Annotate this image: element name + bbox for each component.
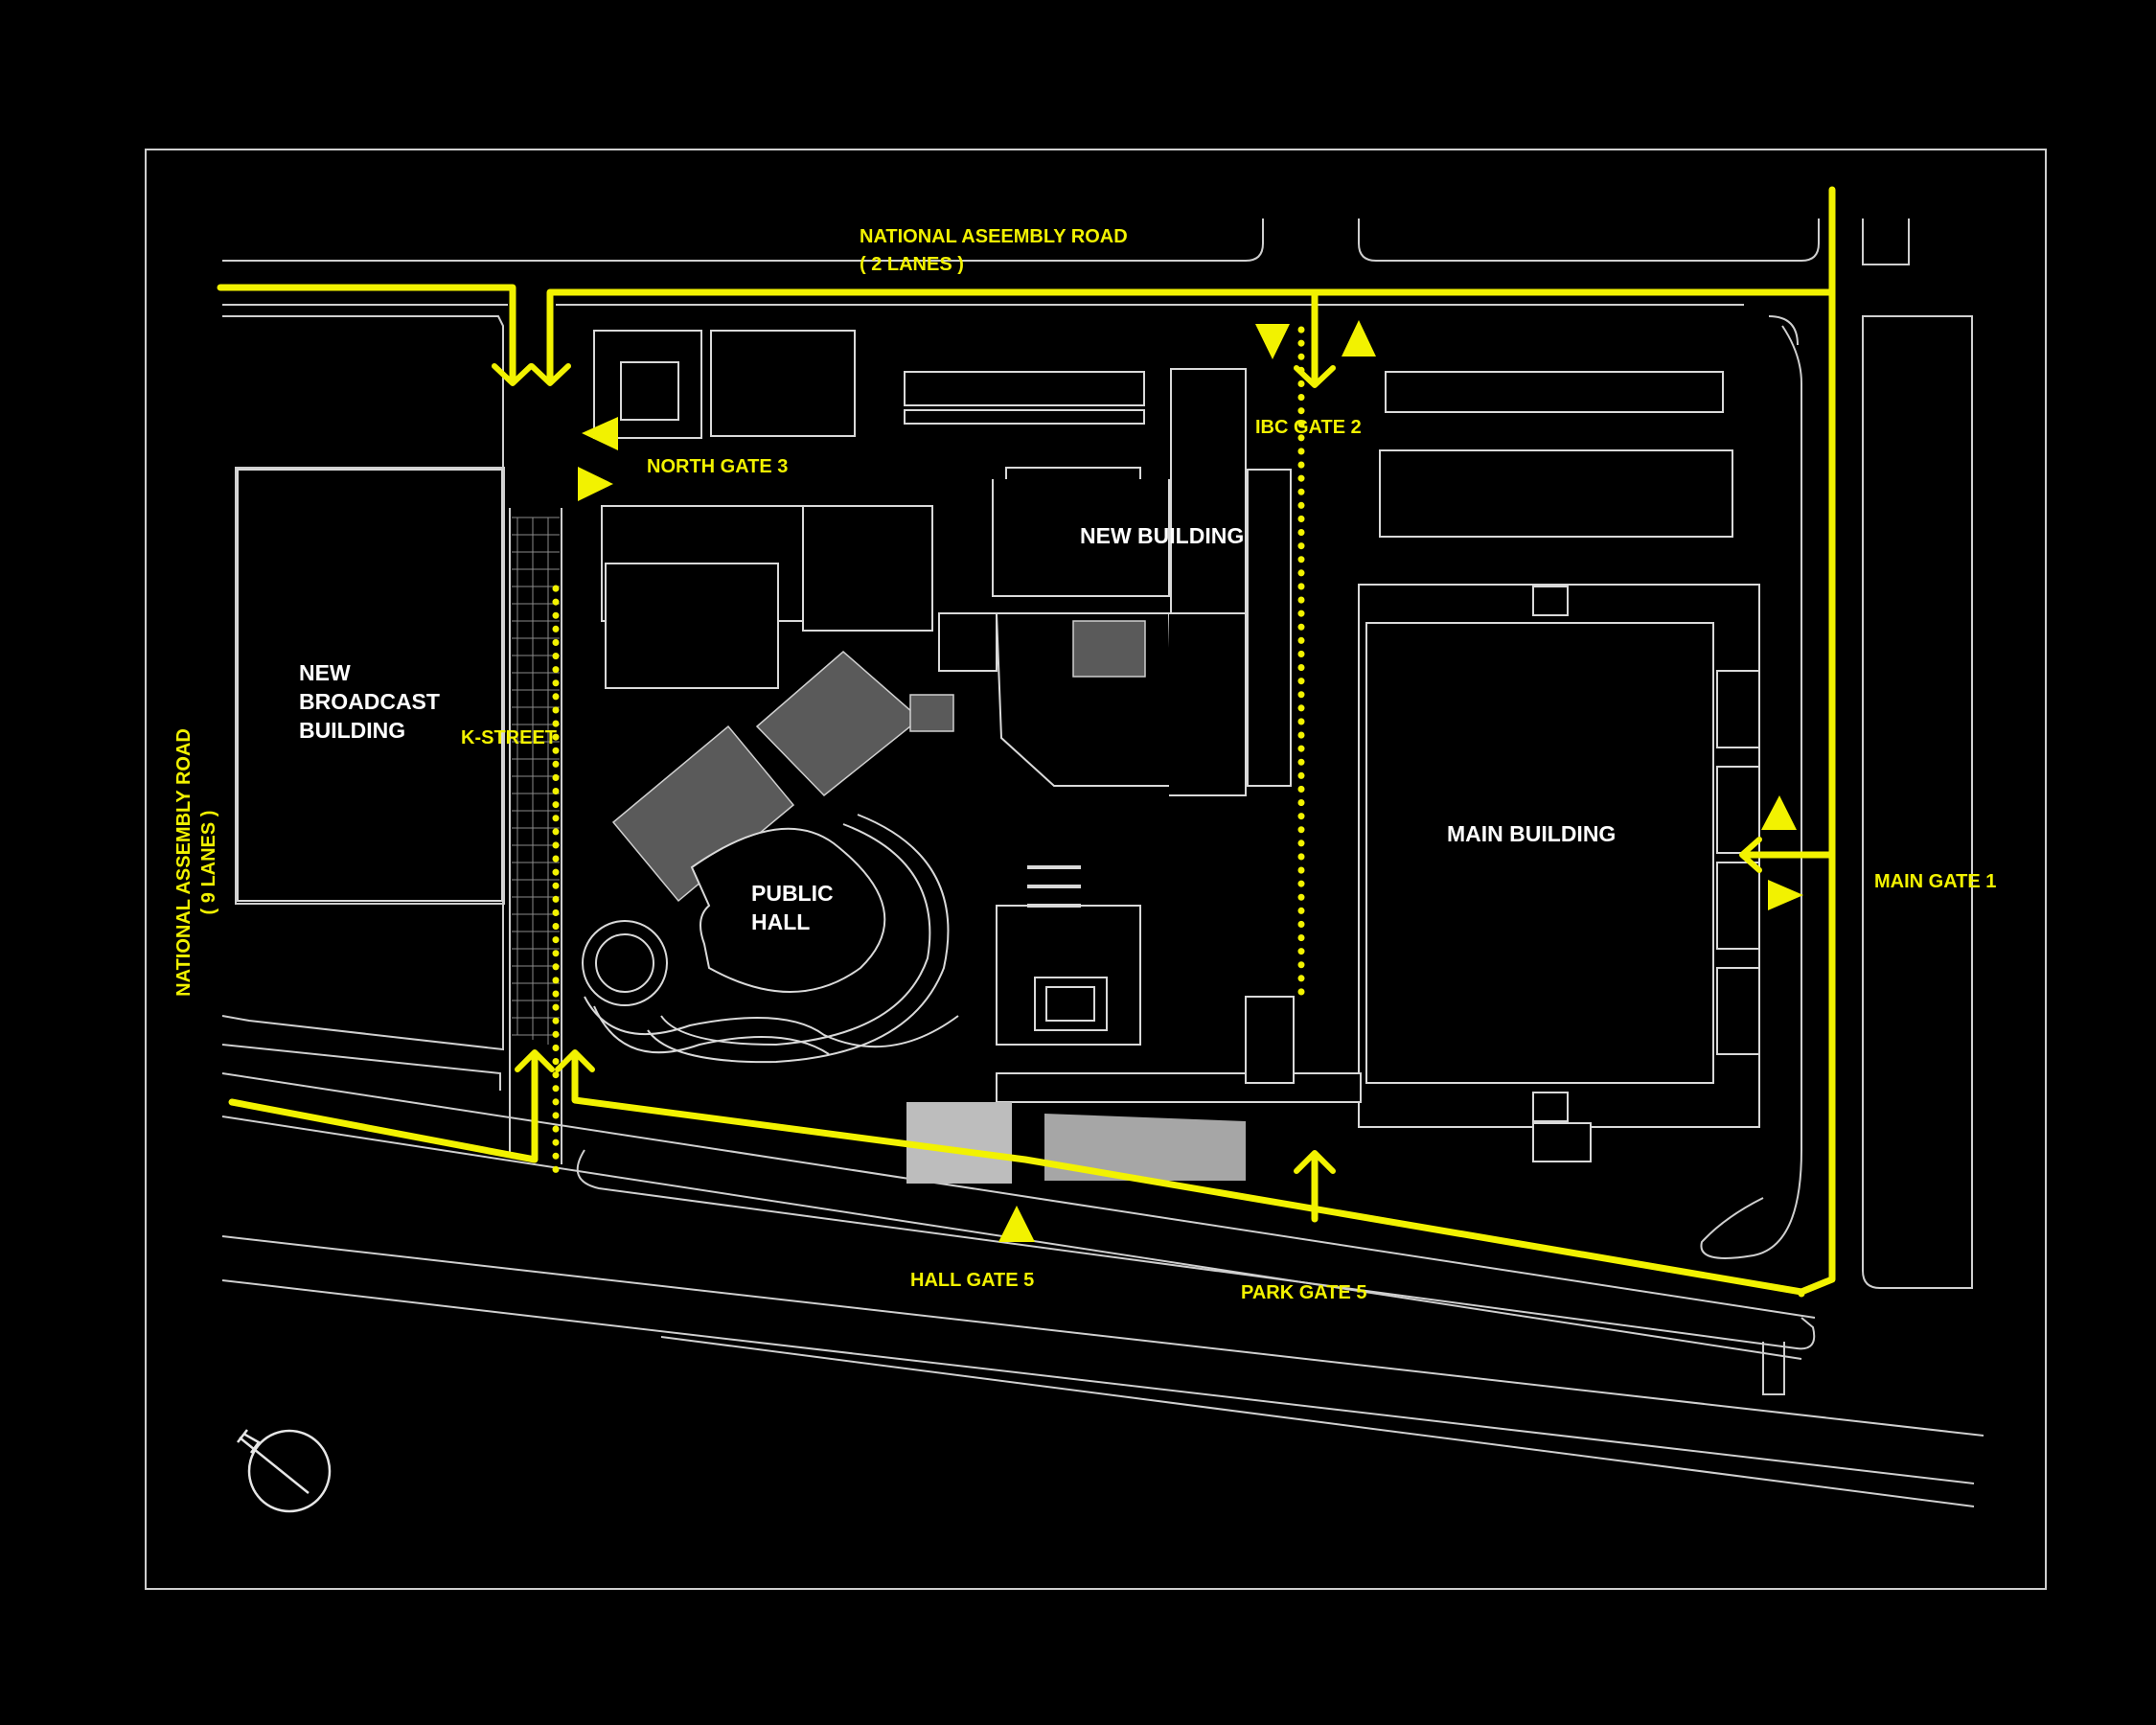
- triangle-arrow-icon: [998, 1206, 1035, 1242]
- main-gate-label: MAIN GATE 1: [1874, 871, 1996, 892]
- public-hall-label-1: PUBLIC: [751, 881, 834, 906]
- plaza-hatch: [611, 620, 1146, 903]
- new-building-label: NEW BUILDING: [1080, 523, 1244, 548]
- broadcast-building-label-2: BROADCAST: [299, 689, 440, 714]
- west-road-name: NATIONAL ASSEMBLY ROAD: [173, 728, 195, 997]
- triangle-arrow-icon: [1255, 324, 1290, 359]
- public-hall-outline: [582, 814, 959, 1064]
- gate-markers: [578, 320, 1803, 1242]
- north-arrow-compass-icon: [237, 1429, 332, 1513]
- drawing-frame: [145, 149, 2047, 1590]
- k-street-paving: [512, 517, 560, 1045]
- route-arrowheads: [492, 363, 1762, 1174]
- vehicle-routes: [217, 186, 1836, 1298]
- triangle-arrow-icon: [582, 417, 618, 450]
- north-road-name: NATIONAL ASEEMBLY ROAD: [860, 226, 1128, 247]
- west-road-lanes: ( 9 LANES ): [198, 811, 219, 915]
- ibc-gate-label: IBC GATE 2: [1255, 417, 1362, 438]
- lower-plaza: [906, 1102, 1012, 1184]
- triangle-arrow-icon: [1768, 880, 1803, 910]
- building-linework: [237, 330, 1760, 1162]
- triangle-arrow-icon: [1761, 795, 1797, 830]
- broadcast-building-label-1: NEW: [299, 660, 351, 685]
- main-building-label: MAIN BUILDING: [1447, 821, 1616, 846]
- broadcast-building-label-3: BUILDING: [299, 718, 405, 743]
- pedestrian-paths: [552, 326, 1305, 1178]
- k-street-label: K-STREET: [461, 727, 557, 748]
- north-gate-label: NORTH GATE 3: [647, 456, 788, 477]
- hall-gate-label: HALL GATE 5: [910, 1270, 1034, 1291]
- public-hall-label-2: HALL: [751, 909, 810, 934]
- triangle-arrow-icon: [1342, 320, 1376, 356]
- ramp: [1044, 1114, 1246, 1181]
- north-road-lanes: ( 2 LANES ): [860, 254, 964, 275]
- triangle-arrow-icon: [578, 467, 613, 501]
- park-gate-label: PARK GATE 5: [1241, 1282, 1367, 1303]
